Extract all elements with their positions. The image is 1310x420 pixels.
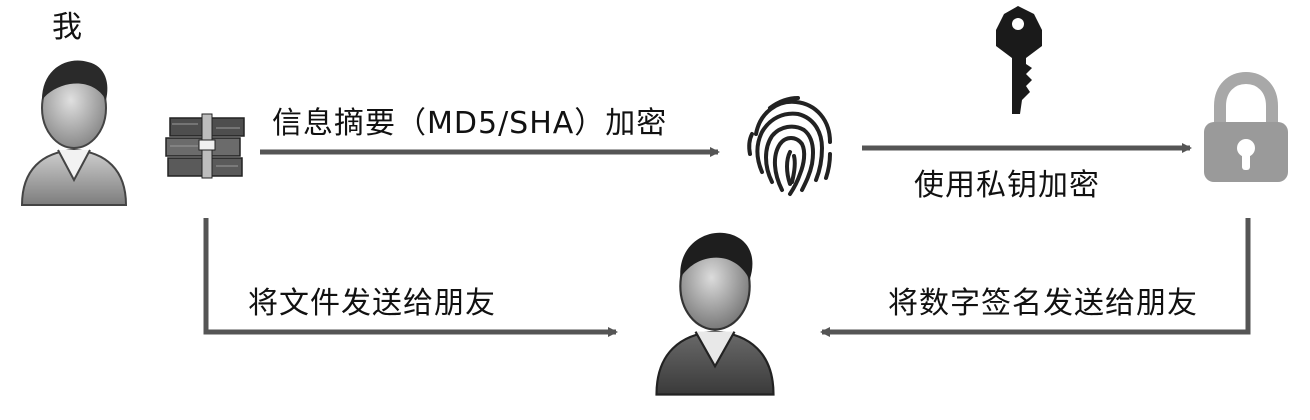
private-key-label: 使用私钥加密 bbox=[914, 168, 1100, 203]
friend-person-icon bbox=[655, 232, 775, 396]
arrow-send-signature bbox=[820, 218, 1251, 337]
arrow-send-file bbox=[203, 218, 618, 337]
key-icon bbox=[996, 6, 1042, 114]
padlock-icon bbox=[1204, 71, 1288, 182]
person-icon bbox=[20, 60, 128, 206]
send-file-label: 将文件发送给朋友 bbox=[248, 286, 496, 321]
send-signature-label: 将数字签名发送给朋友 bbox=[888, 286, 1198, 321]
me-label: 我 bbox=[52, 10, 83, 45]
fingerprint-icon bbox=[747, 96, 832, 196]
archive-icon bbox=[165, 113, 245, 179]
digest-label: 信息摘要（MD5/SHA）加密 bbox=[272, 106, 668, 141]
